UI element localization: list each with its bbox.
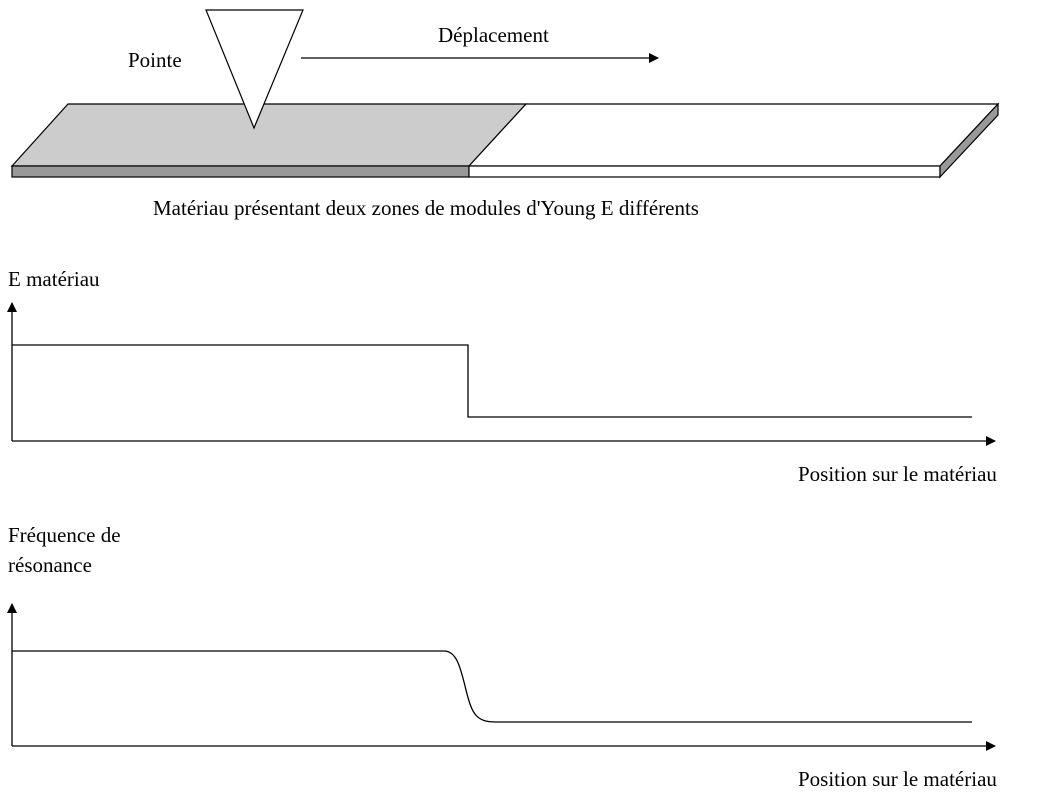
slab-caption: Matériau présentant deux zones de module…: [153, 196, 699, 220]
plain-zone-top: [467, 103, 1000, 167]
slab-right-side: [939, 102, 999, 179]
plot-freq-ylabel-line1: Fréquence de: [8, 523, 121, 547]
shaded-zone-top: [10, 103, 528, 167]
tip-label: Pointe: [128, 48, 182, 72]
plot-freq-ylabel-line2: résonance: [8, 553, 92, 577]
plot-e-xlabel: Position sur le matériau: [798, 462, 997, 486]
tip-triangle: [205, 9, 304, 130]
plot-freq-xlabel: Position sur le matériau: [798, 767, 997, 791]
plot-freq-curve: [12, 650, 972, 723]
plot-resonance-frequency: Fréquence de résonance Position sur le m…: [6, 523, 997, 791]
plot-young-modulus: E matériau Position sur le matériau: [6, 267, 997, 486]
plot-e-ylabel: E matériau: [8, 267, 100, 291]
shaded-zone-front: [11, 165, 470, 178]
material-slab: [10, 102, 1000, 179]
plain-zone-front: [468, 165, 941, 178]
plot-e-curve: [12, 344, 972, 418]
displacement-label: Déplacement: [438, 23, 549, 47]
